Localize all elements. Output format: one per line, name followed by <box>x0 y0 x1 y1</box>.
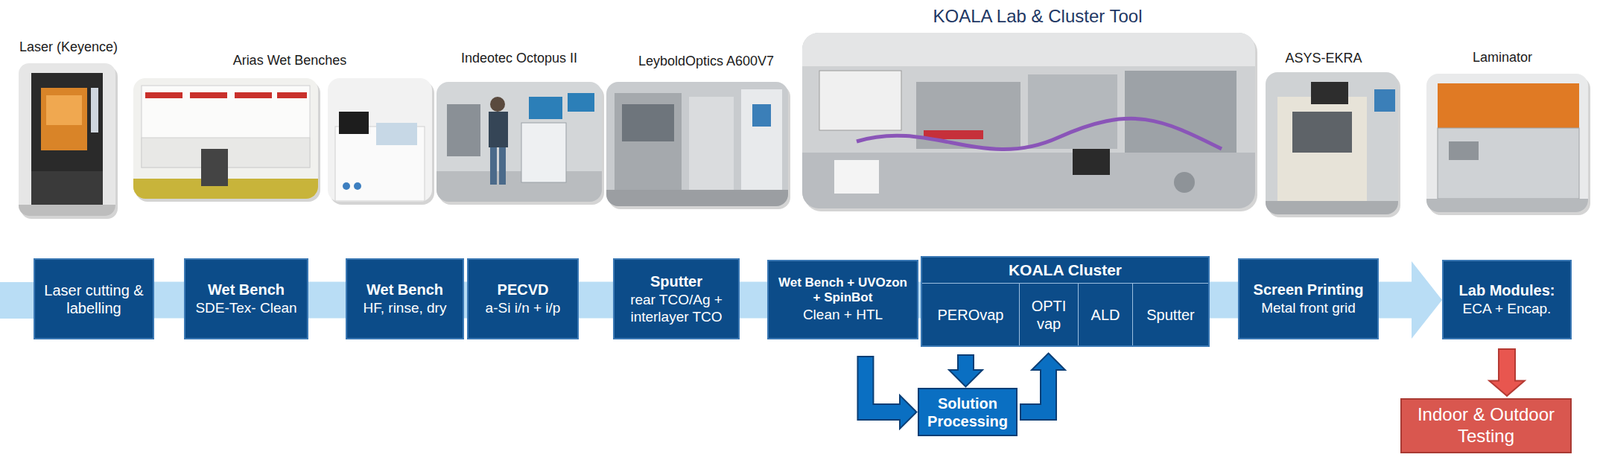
box-heading: Wet Bench <box>353 280 457 299</box>
text-stack: Lab Modules:ECA + Encap. <box>1443 281 1571 319</box>
text-stack: PECVDa-Si i/n + i/p <box>468 280 578 318</box>
text-stack: Wet Bench + UVOzon + SpinBotClean + HTL <box>768 275 917 325</box>
text-stack: Sputterrear TCO/Ag + interlayer TCO <box>614 272 739 327</box>
box-heading: Lab Modules: <box>1449 281 1565 300</box>
box-heading: Wet Bench <box>191 280 301 299</box>
text-stack: OPTI vap <box>1019 297 1078 333</box>
photo-caption: Arias Wet Benches <box>233 52 348 70</box>
box-heading: Indoor & Outdoor Testing <box>1406 404 1566 448</box>
flow-arrow <box>1208 282 1240 319</box>
text-stack: PEROvap <box>922 306 1019 325</box>
process-box: Lab Modules:ECA + Encap. <box>1442 259 1572 340</box>
cluster-module: Sputter <box>1132 283 1209 346</box>
laminator-photo <box>1426 73 1589 213</box>
box-text: rear TCO/Ag + interlayer TCO <box>620 291 733 327</box>
flow-arrow <box>1378 261 1443 339</box>
photo-caption: LeyboldOptics A600V7 <box>638 53 774 71</box>
box-heading: Solution Processing <box>923 394 1012 431</box>
box-heading: Sputter <box>1135 306 1206 325</box>
process-box: Wet BenchSDE-Tex- Clean <box>183 258 309 340</box>
wet-bench-photo <box>327 78 433 202</box>
box-heading: PEROvap <box>925 306 1017 325</box>
flow-arrow <box>153 282 186 319</box>
text-stack: Sputter <box>1132 306 1209 325</box>
screen-printer-photo <box>1265 72 1399 215</box>
flow-arrow <box>738 282 769 319</box>
cluster-module: PEROvap <box>922 283 1019 346</box>
process-box: Solution Processing <box>917 388 1018 437</box>
photo-caption: Laminator <box>1472 49 1533 67</box>
text-stack: Laser cutting & labelling <box>35 281 153 318</box>
process-box: Sputterrear TCO/Ag + interlayer TCO <box>613 258 740 340</box>
photo-caption: ASYS-EKRA <box>1284 50 1362 68</box>
photo-caption: Laser (Keyence) <box>19 39 118 56</box>
box-heading: ALD <box>1081 306 1130 325</box>
photo-caption: Indeotec Octopus II <box>461 50 578 68</box>
text-stack: Wet BenchHF, rinse, dry <box>347 280 463 318</box>
box-heading: KOALA Cluster <box>925 260 1206 280</box>
text-stack: Indoor & Outdoor Testing <box>1401 404 1571 448</box>
cluster-box: KOALA ClusterPEROvap OPTI vap ALD Sputter <box>920 256 1210 348</box>
process-box: Screen PrintingMetal front grid <box>1237 258 1379 340</box>
text-stack: Solution Processing <box>919 394 1017 431</box>
flow-arrow <box>578 282 615 319</box>
box-text: Clean + HTL <box>773 306 913 325</box>
box-text: SDE-Tex- Clean <box>191 300 301 318</box>
process-box: Wet Bench + UVOzon + SpinBotClean + HTL <box>767 259 919 340</box>
process-box: Wet BenchHF, rinse, dry <box>345 258 465 340</box>
box-text: Metal front grid <box>1245 300 1372 318</box>
flow-arrow <box>1491 348 1523 396</box>
flow-band <box>0 282 35 319</box>
sputter-photo <box>606 81 789 207</box>
flow-arrow <box>865 356 916 428</box>
flow-arrow <box>1019 354 1064 413</box>
flow-arrow <box>307 282 348 319</box>
cluster-module: OPTI vap <box>1018 283 1078 346</box>
process-box: PECVDa-Si i/n + i/p <box>467 258 579 340</box>
text-stack: Wet BenchSDE-Tex- Clean <box>185 280 307 318</box>
box-text: a-Si i/n + i/p <box>474 300 572 318</box>
box-heading: Wet Bench + UVOzon + SpinBot <box>773 275 913 307</box>
box-text: ECA + Encap. <box>1449 300 1565 319</box>
laser-photo <box>18 63 116 217</box>
text-stack: ALD <box>1078 306 1133 325</box>
box-heading: Laser cutting & labelling <box>40 281 147 318</box>
process-box: Laser cutting & labelling <box>33 258 155 340</box>
flow-arrow <box>951 354 982 386</box>
box-heading: OPTI vap <box>1022 297 1075 333</box>
cluster-lab-photo <box>802 32 1256 209</box>
box-heading: PECVD <box>474 280 572 299</box>
photo-caption: KOALA Lab & Cluster Tool <box>932 5 1142 28</box>
text-stack: Screen PrintingMetal front grid <box>1239 280 1378 318</box>
box-heading: Screen Printing <box>1245 280 1372 299</box>
testing-box: Indoor & Outdoor Testing <box>1400 398 1572 454</box>
pecvd-photo <box>436 81 602 202</box>
cluster-module: ALD <box>1077 283 1133 346</box>
box-text: HF, rinse, dry <box>353 300 457 318</box>
wet-bench-photo <box>133 78 319 199</box>
text-stack: KOALA Cluster <box>922 260 1209 280</box>
box-heading: Sputter <box>620 272 733 291</box>
